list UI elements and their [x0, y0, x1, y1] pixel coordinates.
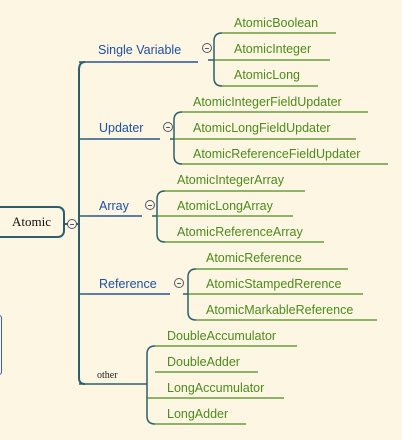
root-collapse-icon[interactable]: [67, 219, 77, 229]
group-array[interactable]: Array: [99, 199, 129, 213]
trunk-line: [78, 61, 86, 385]
leaf-atomicreference[interactable]: AtomicReference: [206, 251, 302, 265]
leaf-atomicintegerarray[interactable]: AtomicIntegerArray: [177, 173, 284, 187]
root-label: Atomic: [12, 214, 51, 229]
array-collapse-icon[interactable]: [145, 200, 155, 210]
leaf-doubleadder[interactable]: DoubleAdder: [167, 355, 240, 369]
leaf-atomiclongarray[interactable]: AtomicLongArray: [177, 199, 273, 213]
leaf-atomicinteger[interactable]: AtomicInteger: [234, 42, 312, 56]
leaf-atomiclong[interactable]: AtomicLong: [234, 68, 301, 82]
bracket-updater: [173, 111, 183, 165]
bracket-other: [146, 345, 156, 425]
leaf-atomicmarkablereference[interactable]: AtomicMarkableReference: [206, 303, 354, 317]
group-updater[interactable]: Updater: [99, 121, 144, 135]
reference-collapse-icon[interactable]: [174, 278, 184, 288]
leaf-longadder[interactable]: LongAdder: [167, 407, 229, 421]
leaf-atomicreferencearray[interactable]: AtomicReferenceArray: [177, 225, 303, 239]
leaf-longaccumulator[interactable]: LongAccumulator: [167, 381, 265, 395]
leaf-atomicintegerfieldupdater[interactable]: AtomicIntegerFieldUpdater: [193, 95, 342, 109]
root-node[interactable]: Atomic: [0, 206, 65, 238]
leaf-atomicreferencefieldupdater[interactable]: AtomicReferenceFieldUpdater: [193, 147, 361, 161]
leaf-doubleaccumulator[interactable]: DoubleAccumulator: [167, 329, 277, 343]
updater-collapse-icon[interactable]: [163, 122, 173, 132]
leaf-atomicstampedrerence[interactable]: AtomicStampedRerence: [206, 277, 342, 291]
leaf-atomiclongfieldupdater[interactable]: AtomicLongFieldUpdater: [193, 121, 331, 135]
single-variable-collapse-icon[interactable]: [202, 43, 212, 53]
leaf-atomicboolean[interactable]: AtomicBoolean: [234, 16, 319, 30]
group-reference[interactable]: Reference: [99, 277, 157, 291]
group-other[interactable]: other: [97, 370, 118, 381]
group-single-variable[interactable]: Single Variable: [98, 43, 182, 57]
offscreen-node-edge: [0, 315, 2, 375]
